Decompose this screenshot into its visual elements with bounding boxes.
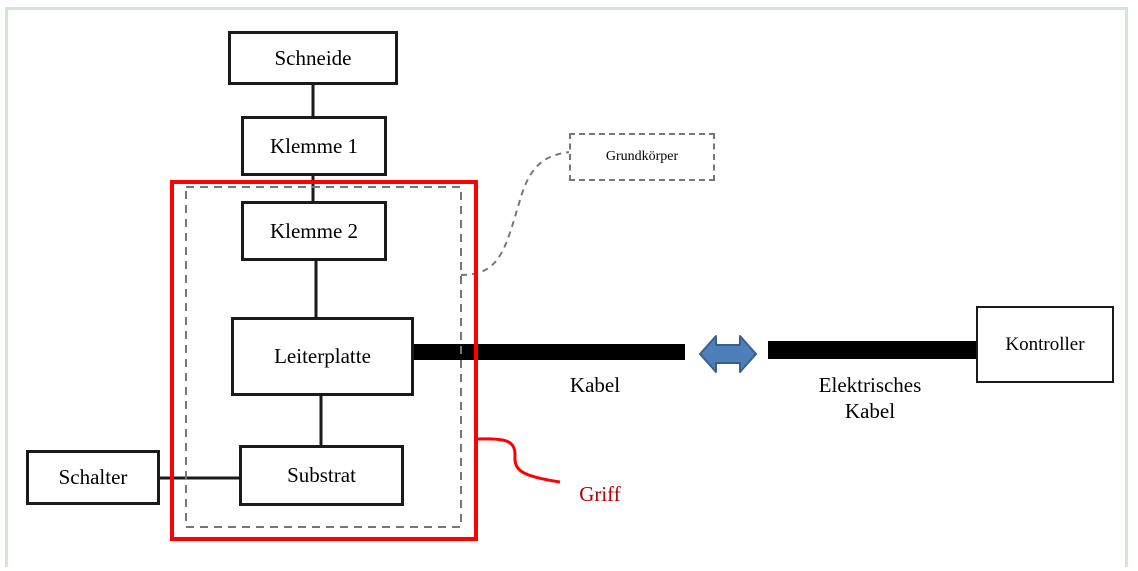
griff-leader-line	[475, 437, 561, 484]
label-elektrisches-kabel-line1: Elektrisches	[818, 373, 922, 397]
node-klemme2: Klemme 2	[241, 201, 387, 261]
label-kabel: Kabel	[569, 373, 621, 397]
node-schalter: Schalter	[26, 450, 160, 505]
node-kontroller: Kontroller	[976, 306, 1114, 383]
node-substrat: Substrat	[239, 445, 404, 506]
grundkoerper-leader-line	[460, 151, 571, 276]
cable-elektrisches-kabel	[768, 341, 978, 359]
label-elektrisches-kabel: Elektrisches Kabel	[790, 372, 950, 424]
label-griff: Griff	[579, 482, 621, 506]
cable-kabel	[413, 344, 685, 360]
node-leiterplatte: Leiterplatte	[231, 317, 414, 396]
connector-double-arrow-icon	[699, 335, 757, 373]
griff-boundary	[170, 180, 478, 541]
label-elektrisches-kabel-line2: Kabel	[844, 399, 896, 423]
label-grundkoerper: Grundkörper	[569, 133, 715, 181]
diagram-frame	[5, 7, 1128, 567]
node-klemme1: Klemme 1	[241, 116, 387, 176]
node-schneide: Schneide	[228, 31, 398, 85]
